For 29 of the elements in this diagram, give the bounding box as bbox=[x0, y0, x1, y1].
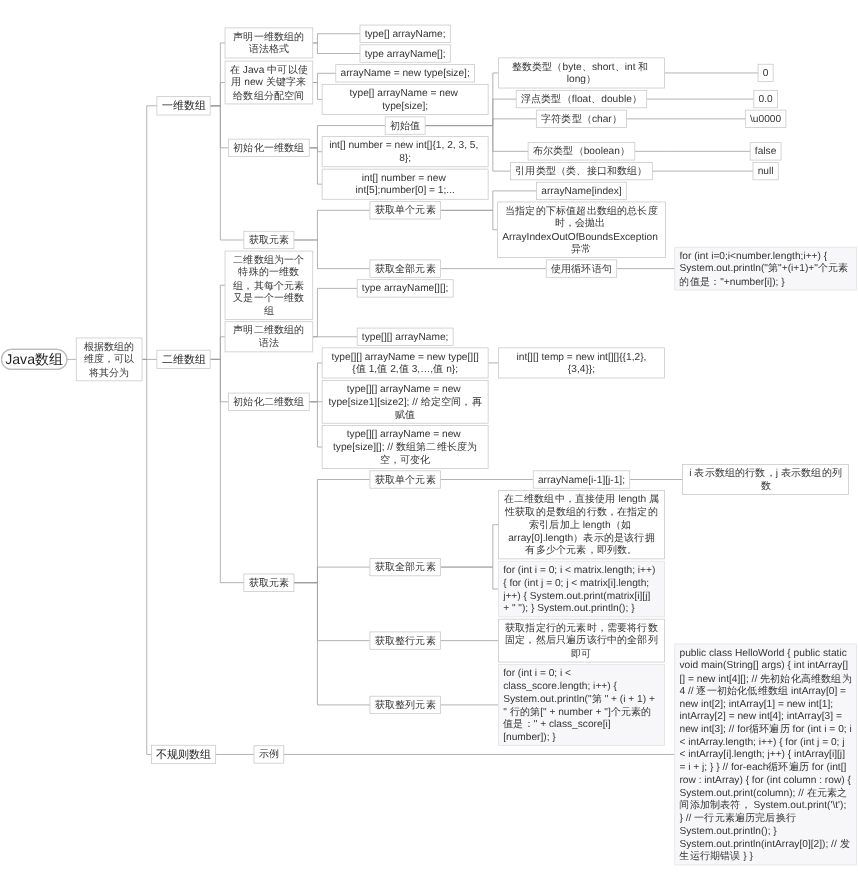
connector bbox=[312, 42, 361, 54]
connector bbox=[424, 125, 511, 172]
connector bbox=[209, 359, 245, 584]
connector bbox=[283, 754, 676, 755]
connector bbox=[440, 640, 499, 641]
connector bbox=[141, 359, 152, 755]
connector bbox=[293, 239, 371, 269]
connector bbox=[616, 268, 676, 269]
connector bbox=[440, 209, 498, 231]
connector bbox=[634, 150, 751, 152]
connector bbox=[215, 754, 255, 755]
connector bbox=[646, 98, 755, 100]
connector bbox=[312, 82, 323, 100]
connector bbox=[629, 479, 683, 480]
connector bbox=[440, 268, 547, 269]
connector bbox=[651, 170, 754, 172]
connector bbox=[312, 33, 361, 44]
connector bbox=[440, 479, 534, 480]
connector bbox=[626, 118, 746, 120]
connector bbox=[487, 362, 499, 364]
connector bbox=[440, 704, 499, 706]
connector bbox=[312, 72, 337, 83]
connector bbox=[312, 288, 358, 338]
connector bbox=[66, 359, 77, 360]
connector bbox=[664, 72, 759, 74]
connector bbox=[312, 336, 358, 338]
connector bbox=[440, 566, 499, 590]
connector bbox=[209, 105, 245, 241]
connector bbox=[293, 582, 371, 706]
